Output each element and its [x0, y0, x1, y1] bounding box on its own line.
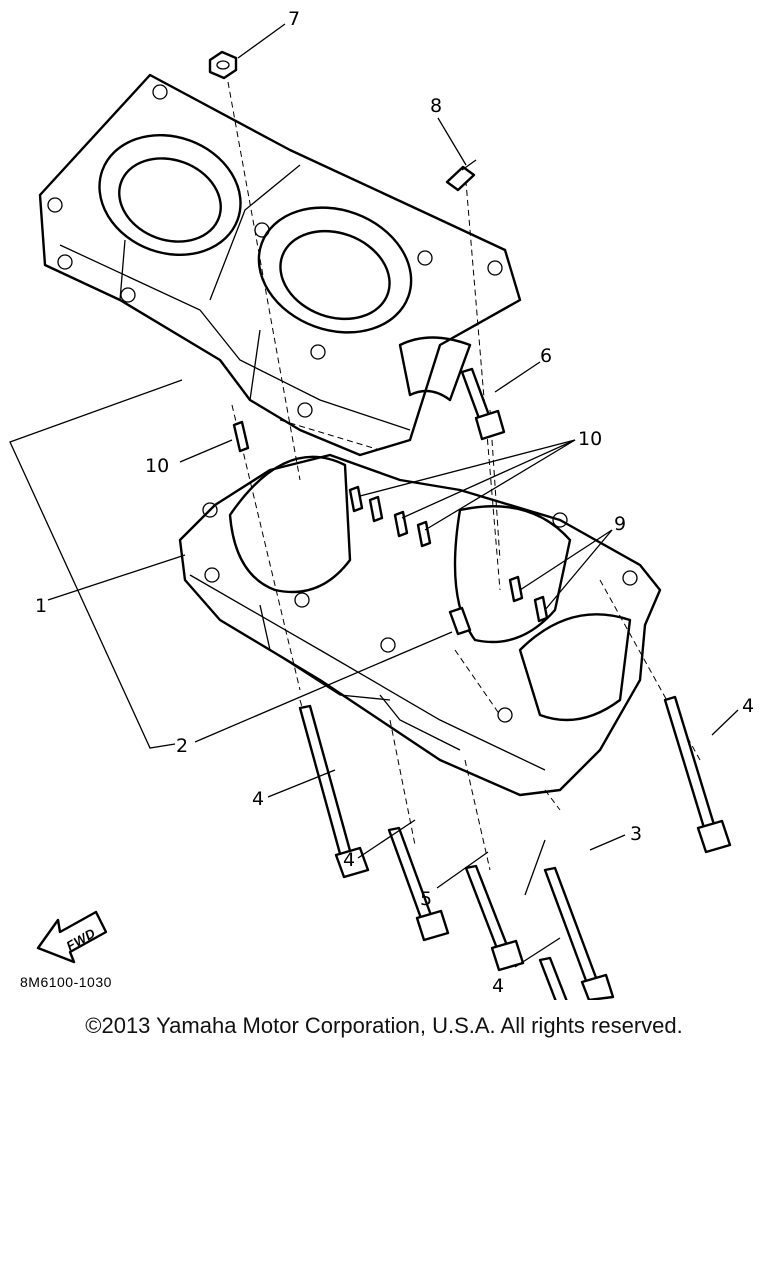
upper-crankcase: [38, 73, 522, 457]
leader-lines: [9, 23, 739, 968]
callout-8: 8: [430, 95, 442, 117]
callouts: 7 8 6 10 10 9 1 2 4 4 4 5 3 4: [35, 8, 754, 997]
callout-4-left: 4: [252, 788, 264, 810]
callout-10-right: 10: [578, 428, 602, 450]
dowel-pins: [232, 420, 549, 623]
callout-2: 2: [176, 735, 188, 757]
copyright-notice: ©2013 Yamaha Motor Corporation, U.S.A. A…: [85, 1013, 683, 1038]
crankcase-exploded-diagram: 7 8 6 10 10 9 1 2 4 4 4 5 3 4 FWD 8M6100…: [9, 8, 754, 1000]
callout-4-right: 4: [742, 695, 754, 717]
callout-4-bottom: 4: [492, 975, 504, 997]
callout-5: 5: [420, 888, 432, 910]
bolts: [208, 50, 732, 1000]
reference-code: 8M6100-1030: [20, 974, 112, 990]
fwd-arrow: FWD: [36, 910, 108, 964]
callout-9: 9: [614, 513, 626, 535]
callout-3: 3: [630, 823, 642, 845]
lower-crankcase: [178, 453, 662, 797]
callout-1: 1: [35, 595, 47, 617]
callout-6: 6: [540, 345, 552, 367]
callout-7: 7: [288, 8, 300, 30]
callout-4-mid: 4: [343, 849, 355, 871]
callout-10-left: 10: [145, 455, 169, 477]
